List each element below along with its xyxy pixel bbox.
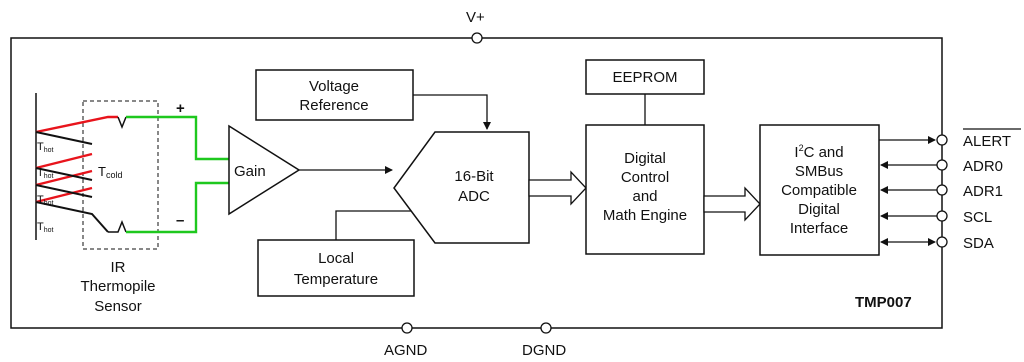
dgnd-pin (540, 322, 552, 334)
digital-control-label-3: and (632, 188, 657, 205)
gain-label: Gain (234, 163, 266, 180)
dgnd-label: DGND (522, 342, 566, 359)
digital-control-label-4: Math Engine (603, 207, 687, 224)
control-to-interface-bus (703, 186, 761, 222)
sda-label: SDA (963, 235, 994, 252)
t-hot-label-2: Thot (37, 167, 54, 180)
eeprom-block (585, 59, 705, 95)
thermopile-sensor: Thot Thot Thot Thot Tcold + – (35, 93, 229, 250)
interface-label-3: Compatible (781, 182, 857, 199)
scl-pin (936, 210, 948, 222)
alert-label: ALERT (963, 133, 1011, 150)
adc-block (393, 131, 530, 244)
sensor-minus: – (176, 212, 184, 229)
voltage-reference-label-1: Voltage (309, 78, 359, 95)
t-hot-label-4: Thot (37, 221, 54, 234)
interface-label-2: SMBus (795, 163, 843, 180)
adc-label-1: 16-Bit (454, 168, 494, 185)
chip-name: TMP007 (855, 294, 912, 311)
agnd-label: AGND (384, 342, 428, 359)
t-hot-label-3: Thot (37, 194, 54, 207)
adr1-label: ADR1 (963, 183, 1003, 200)
sensor-caption-3: Sensor (94, 298, 142, 315)
digital-control-label-2: Control (621, 169, 669, 186)
eeprom-label: EEPROM (612, 69, 677, 86)
digital-control-label-1: Digital (624, 150, 666, 167)
gain-amplifier (228, 124, 301, 216)
alert-pin (936, 134, 948, 146)
local-temperature-block (257, 239, 415, 297)
interface-label-5: Interface (790, 220, 848, 237)
interface-label-4: Digital (798, 201, 840, 218)
agnd-pin (401, 322, 413, 334)
sda-pin (936, 236, 948, 248)
cold-junction-box (82, 100, 159, 250)
adr0-pin (936, 159, 948, 171)
sensor-caption-2: Thermopile (80, 278, 155, 295)
adc-label-2: ADC (458, 188, 490, 205)
ltemp-to-adc-line (335, 207, 428, 240)
vref-to-adc-line (413, 94, 491, 130)
digital-control-block (585, 124, 705, 255)
vplus-label: V+ (466, 9, 485, 26)
scl-label: SCL (963, 209, 992, 226)
local-temperature-label-2: Temperature (294, 271, 378, 288)
vplus-pin (471, 32, 483, 44)
t-hot-label-1: Thot (37, 141, 54, 154)
adc-to-control-bus (528, 170, 587, 206)
interface-label-1: I2C and (794, 143, 843, 161)
local-temperature-label-1: Local (318, 250, 354, 267)
interface-block (759, 124, 880, 256)
sensor-caption-1: IR (111, 259, 126, 276)
t-cold-label: Tcold (98, 164, 122, 180)
voltage-reference-label-2: Reference (299, 97, 368, 114)
adr1-pin (936, 184, 948, 196)
sensor-plus: + (176, 100, 185, 117)
adr0-label: ADR0 (963, 158, 1003, 175)
